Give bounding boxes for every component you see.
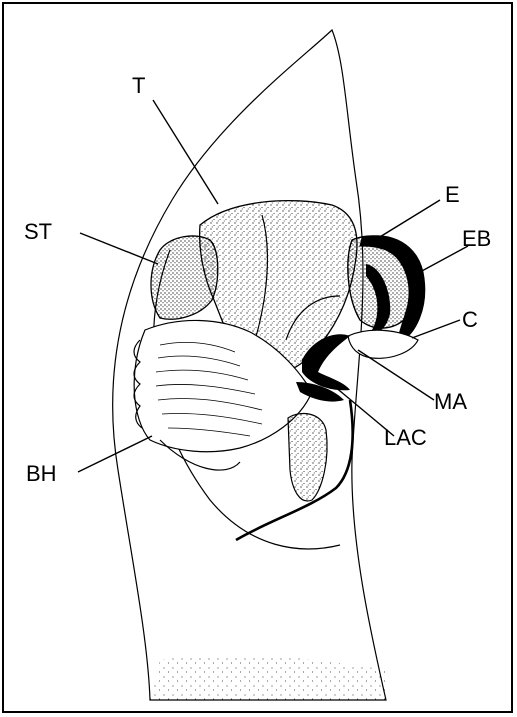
- leader-T: [153, 100, 218, 204]
- leader-EB: [420, 246, 468, 272]
- leader-BH: [78, 436, 152, 472]
- leader-MA: [358, 350, 434, 400]
- cymbium-base: [150, 655, 386, 700]
- leader-C: [412, 320, 460, 338]
- label-T: T: [132, 73, 145, 98]
- label-ST: ST: [24, 219, 52, 244]
- label-E: E: [445, 182, 460, 207]
- label-EB: EB: [462, 226, 491, 251]
- label-LAC: LAC: [384, 425, 427, 450]
- leader-E: [370, 200, 440, 243]
- label-C: C: [462, 307, 478, 332]
- label-BH: BH: [26, 461, 57, 486]
- lower-stalk: [288, 414, 327, 501]
- subtegulum: [151, 236, 218, 319]
- label-MA: MA: [434, 389, 467, 414]
